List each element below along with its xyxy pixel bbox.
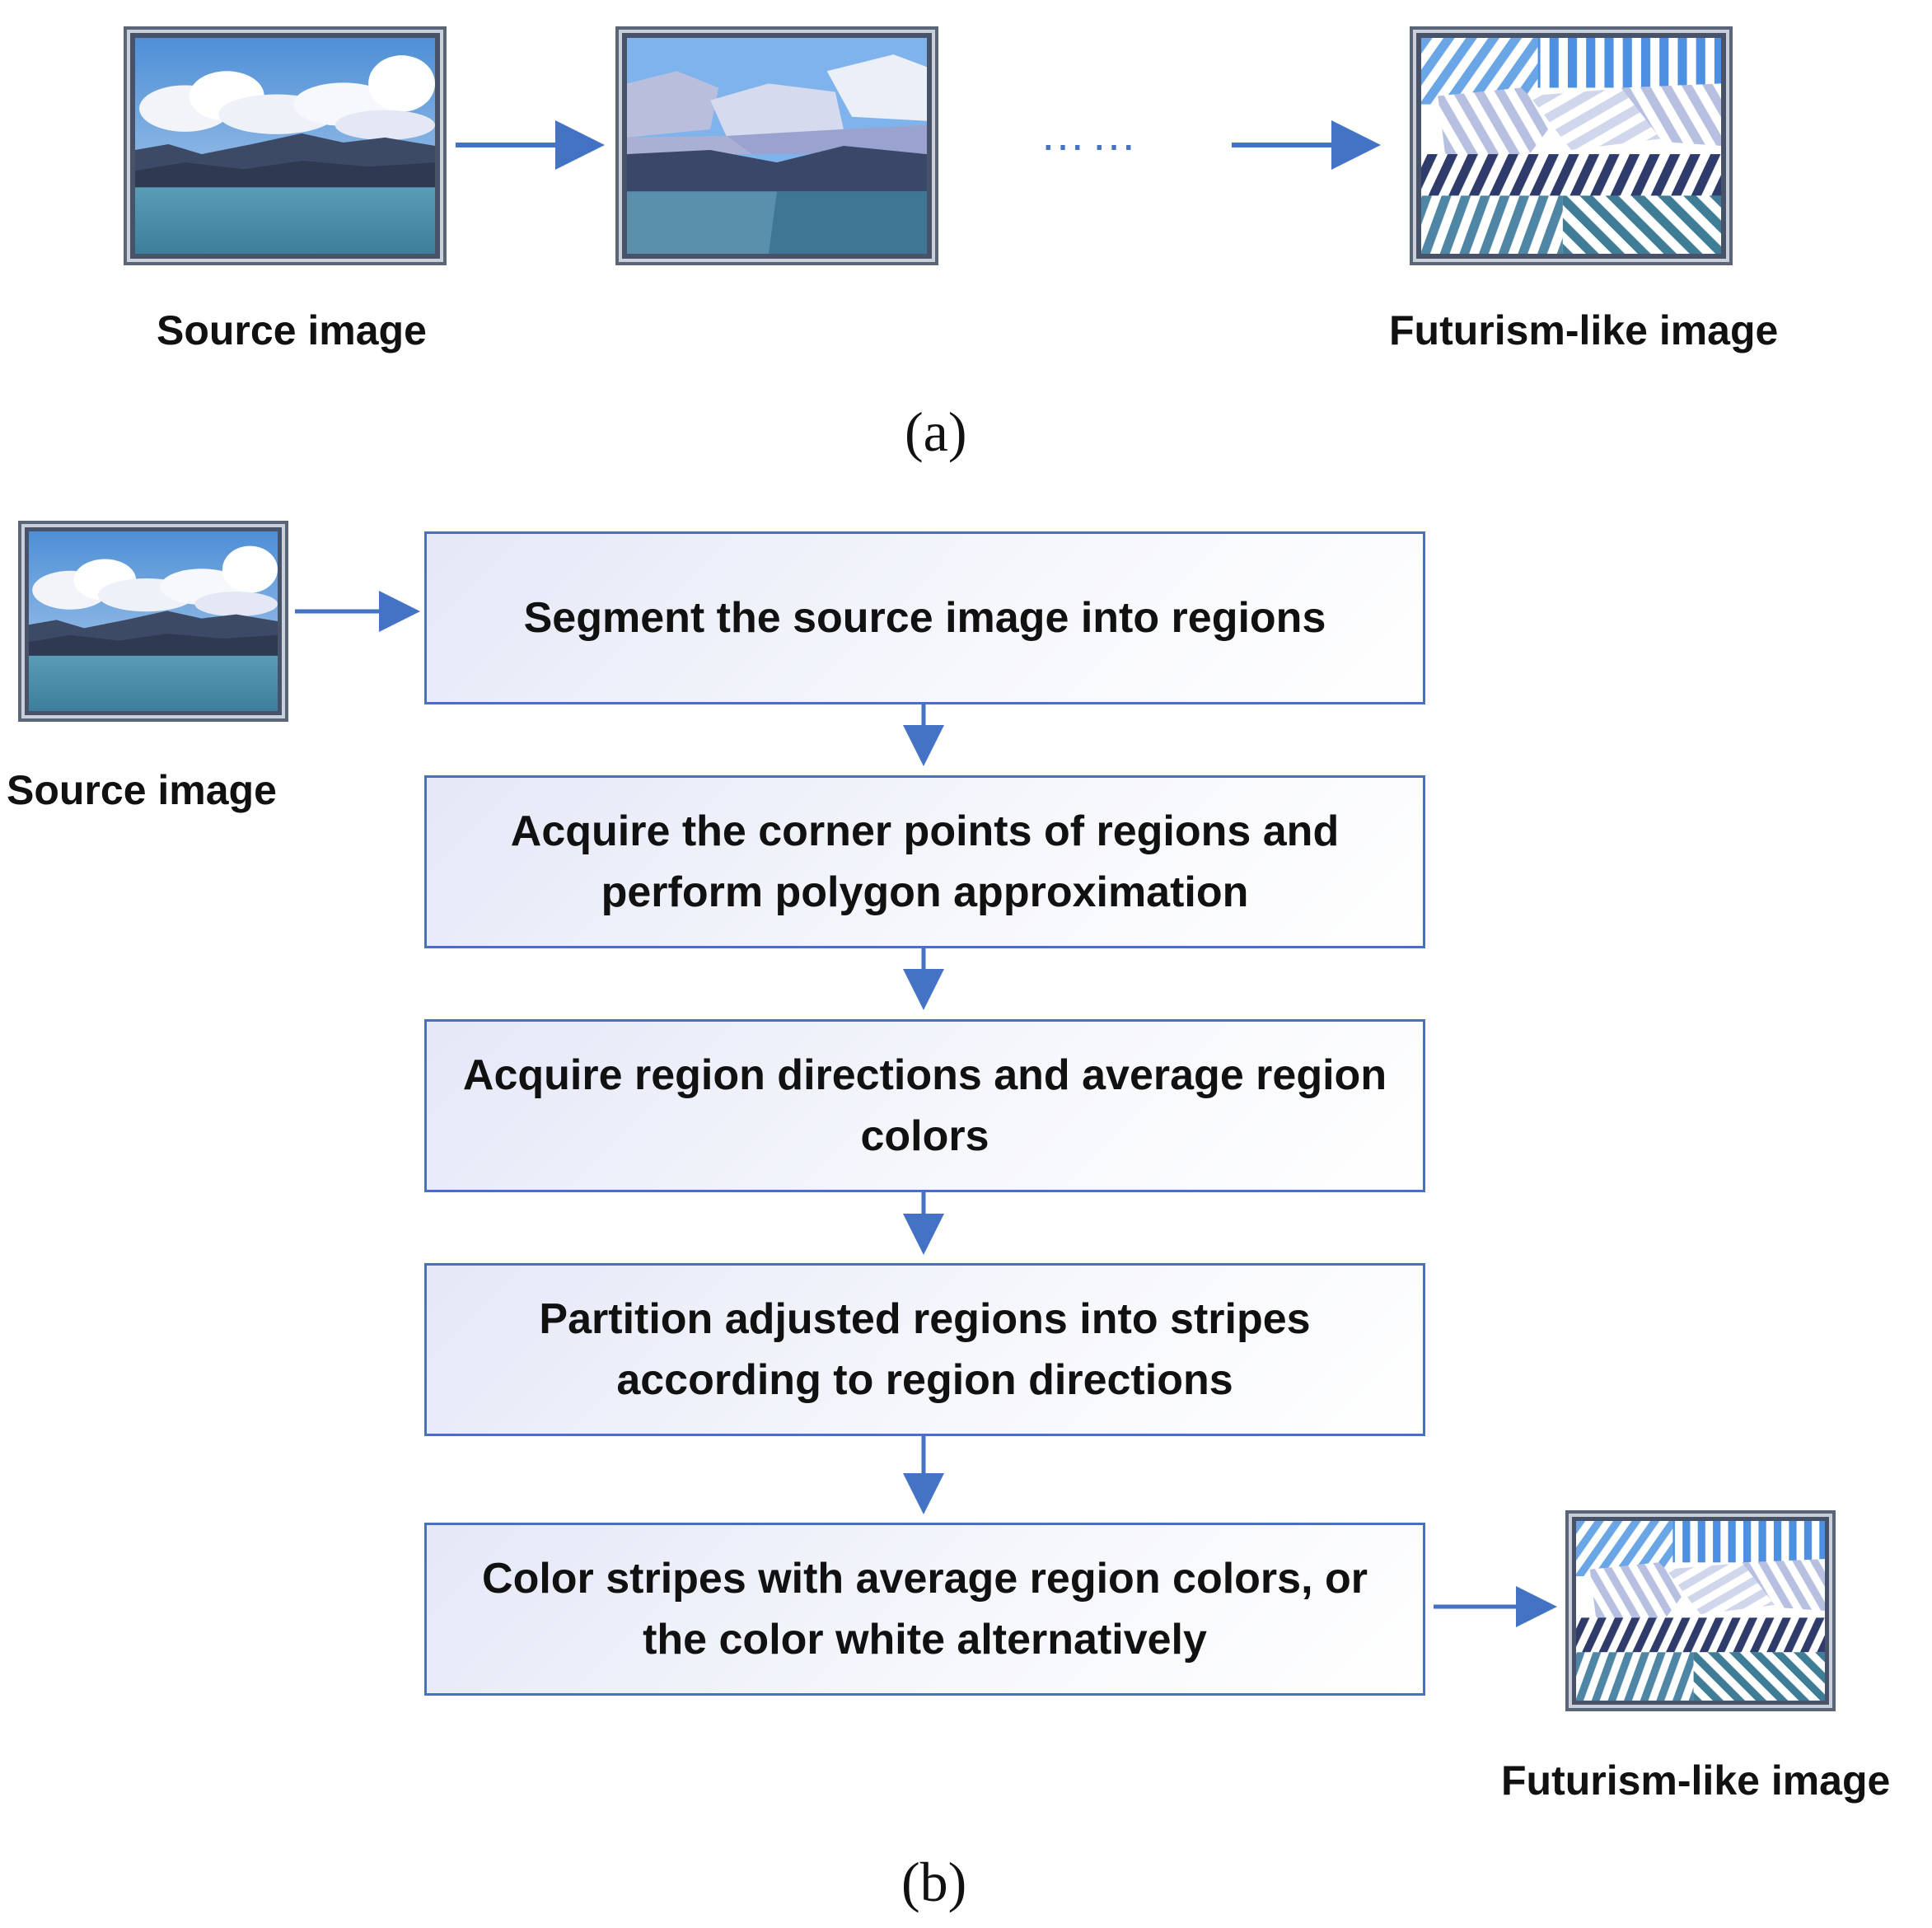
step-3-text: Acquire region directions and average re… xyxy=(462,1051,1387,1160)
source-image-thumbnail-b xyxy=(18,521,288,722)
segmented-image-thumbnail xyxy=(615,26,938,265)
caption-b: (b) xyxy=(901,1851,967,1913)
step-5-text: Color stripes with average region colors… xyxy=(482,1555,1368,1664)
step-1-box: Segment the source image into regions xyxy=(424,531,1425,704)
futurism-image-thumbnail-a xyxy=(1410,26,1733,265)
source-image-label-b: Source image xyxy=(7,767,277,813)
panel-b xyxy=(18,521,1836,1711)
step-2-box: Acquire the corner points of regions and… xyxy=(424,775,1425,948)
step-1-text: Segment the source image into regions xyxy=(523,594,1326,642)
source-image-thumbnail-a xyxy=(124,26,447,265)
futurism-image-label-b: Futurism-like image xyxy=(1501,1757,1891,1804)
step-4-box: Partition adjusted regions into stripes … xyxy=(424,1263,1425,1436)
panel-a: …… xyxy=(124,26,1733,265)
step-4-text: Partition adjusted regions into stripes … xyxy=(539,1295,1311,1404)
ellipsis: …… xyxy=(1040,108,1142,160)
caption-a: (a) xyxy=(905,400,967,463)
futurism-image-label-a: Futurism-like image xyxy=(1389,307,1779,353)
futurism-image-thumbnail-b xyxy=(1565,1510,1836,1711)
source-image-label-a: Source image xyxy=(157,307,427,353)
step-3-box: Acquire region directions and average re… xyxy=(424,1019,1425,1192)
step-5-box: Color stripes with average region colors… xyxy=(424,1523,1425,1696)
step-2-text: Acquire the corner points of regions and… xyxy=(510,807,1340,916)
